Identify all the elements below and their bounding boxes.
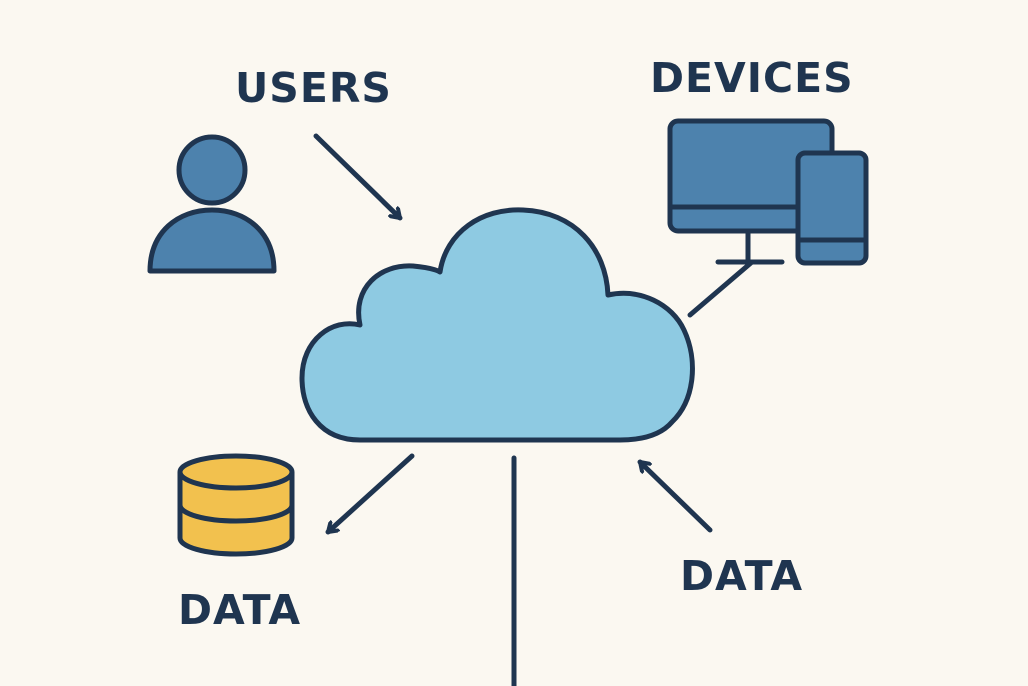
data-in-arrow [637, 459, 713, 533]
database-icon [177, 453, 295, 557]
label-data-right: DATA [680, 552, 803, 600]
devices-connector-line [687, 259, 755, 318]
cloud-icon [299, 207, 695, 443]
users-arrow [313, 133, 403, 221]
label-users: USERS [235, 64, 392, 112]
user-icon [147, 134, 277, 274]
devices-icon [667, 118, 869, 266]
data-out-arrow [325, 453, 415, 535]
label-devices: DEVICES [650, 54, 854, 102]
label-data-left: DATA [178, 586, 301, 634]
